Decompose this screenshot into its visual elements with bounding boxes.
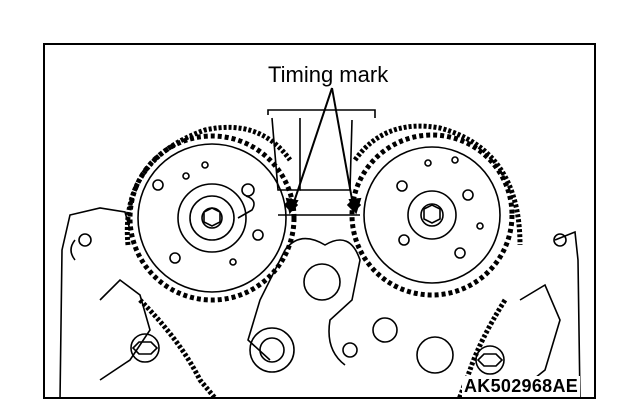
timing-chain-right-lower [456,298,508,398]
timing-chain-left-lower [138,298,219,398]
timing-chain-right [352,123,523,246]
right-camshaft-sprocket [349,132,515,298]
timing-mark-label: Timing mark [268,62,389,87]
timing-chain-left [124,124,293,246]
cylinder-head [59,207,581,398]
left-camshaft-sprocket [127,133,297,303]
figure-id: AK502968AE [462,376,581,397]
center-housing [130,237,505,375]
figure-frame [43,43,596,399]
callout-leaders [285,87,362,215]
